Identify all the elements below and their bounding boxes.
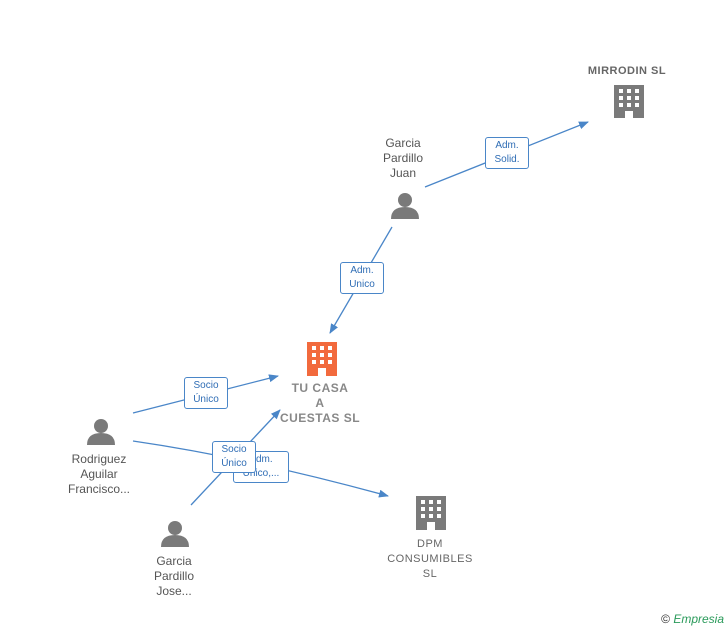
building-icon[interactable] xyxy=(416,496,446,530)
edge-label-line: Unico,... xyxy=(242,468,280,479)
person-label-garcia-jose[interactable]: Garcia Pardillo Jose... xyxy=(140,554,208,599)
name-line: CUESTAS SL xyxy=(279,411,361,425)
company-name: MIRRODIN SL xyxy=(587,65,667,77)
company-label-mirrodin[interactable]: MIRRODIN SL xyxy=(580,64,674,79)
person-icon[interactable] xyxy=(161,521,189,547)
name-line: Jose... xyxy=(156,584,192,598)
company-label-dpm[interactable]: DPM CONSUMIBLES SL xyxy=(380,537,480,582)
edge-label-line: Solid. xyxy=(494,154,520,165)
edge-label-line: Adm. xyxy=(249,454,273,465)
person-icon[interactable] xyxy=(391,193,419,219)
edge-label-line: Único xyxy=(221,458,247,469)
person-icon[interactable] xyxy=(87,419,115,445)
name-line: Juan xyxy=(389,166,417,180)
company-label-tu-casa[interactable]: TU CASA A CUESTAS SL xyxy=(268,381,372,426)
edge-label-line: Único xyxy=(193,394,219,405)
edge-label-line: Unico xyxy=(349,279,375,290)
name-line: SL xyxy=(422,568,438,580)
edge-label-socio-unico[interactable]: Socio Único xyxy=(184,377,228,409)
name-line: Pardillo xyxy=(382,151,424,165)
name-line: TU CASA xyxy=(291,381,349,395)
brand-logo: © Empresia xyxy=(661,612,724,626)
name-line: Garcia xyxy=(156,554,192,568)
person-label-rodriguez[interactable]: Rodriguez Aguilar Francisco... xyxy=(58,452,140,497)
edge-label-line: Socio xyxy=(193,380,219,391)
edge-label-adm-unico[interactable]: Adm. Unico xyxy=(340,262,384,294)
main-building-icon[interactable] xyxy=(307,342,337,376)
edge-label-line: Socio xyxy=(221,444,247,455)
name-line: Pardillo xyxy=(153,569,195,583)
name-line: Rodriguez xyxy=(71,452,127,466)
edge-label-line: Adm. xyxy=(495,140,519,151)
name-line: Garcia xyxy=(385,136,421,150)
name-line: DPM xyxy=(417,538,443,550)
building-icon[interactable] xyxy=(614,85,644,118)
name-line: CONSUMIBLES xyxy=(387,553,473,565)
edge-label-adm-solid[interactable]: Adm. Solid. xyxy=(485,137,529,169)
edge-label-line: Adm. xyxy=(350,265,374,276)
brand-name: Empresia xyxy=(673,612,724,626)
name-line: A xyxy=(315,396,325,410)
edge-label-socio-unico-jose[interactable]: Socio Único xyxy=(212,441,256,473)
name-line: Aguilar xyxy=(80,467,118,481)
name-line: Francisco... xyxy=(67,482,130,496)
copyright-icon: © xyxy=(661,612,670,626)
person-label-garcia-juan[interactable]: Garcia Pardillo Juan xyxy=(372,136,434,181)
